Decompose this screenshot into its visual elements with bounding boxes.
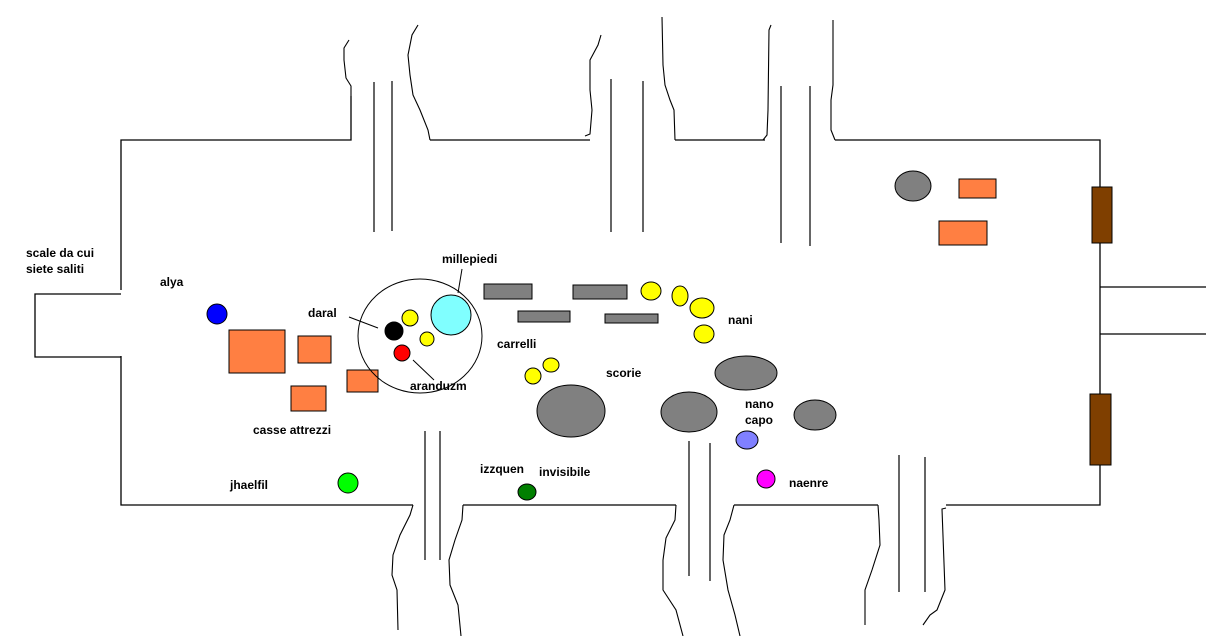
millepiedi-leader [457, 268, 463, 294]
encounter-area [357, 278, 483, 394]
cave-wall [391, 504, 414, 631]
jhaelfil-label: jhaelfil [229, 478, 268, 492]
cave-wall [343, 39, 352, 96]
door[interactable] [1089, 393, 1112, 466]
slag-heap [714, 355, 778, 391]
naenre-token[interactable] [756, 469, 776, 489]
stairs-label-line1: scale da cui [26, 246, 94, 260]
daral-token[interactable] [384, 321, 404, 341]
cave-wall [584, 34, 602, 137]
dwarves [524, 281, 715, 385]
millepiedi-token[interactable] [430, 294, 472, 336]
wall-right-b [946, 465, 1101, 506]
wall-bottom-left [120, 356, 413, 506]
jhaelfil-token[interactable] [337, 472, 359, 494]
carts [483, 283, 659, 324]
dwarf[interactable] [542, 357, 560, 373]
naenre-label: naenre [789, 476, 829, 490]
tool-crate [958, 178, 997, 199]
cave-wall [448, 504, 464, 636]
nano-capo-label-line1: nano [745, 397, 774, 411]
nano-capo-token[interactable] [735, 430, 759, 450]
daral-leader [348, 316, 379, 329]
dwarf[interactable] [401, 309, 419, 327]
aranduzm-leader [412, 359, 435, 381]
cart [483, 283, 533, 300]
aranduzm-token[interactable] [393, 344, 411, 362]
casse-attrezzi-label: casse attrezzi [253, 423, 331, 437]
cart [604, 313, 659, 324]
door[interactable] [1091, 186, 1113, 244]
cave-wall [722, 504, 741, 636]
wall-top-left [120, 96, 352, 290]
dwarf[interactable] [693, 324, 715, 344]
dwarf[interactable] [419, 331, 435, 347]
stairs-alcove [34, 293, 121, 358]
passage-lines [373, 79, 926, 592]
cave-wall [661, 16, 676, 141]
cave-wall [762, 24, 772, 141]
tool-crate [297, 335, 332, 364]
alya-label: alya [160, 275, 184, 289]
labels: scale da cui siete saliti alya daral mil… [26, 246, 829, 492]
nano-capo-label-line2: capo [745, 413, 773, 427]
cart [517, 310, 571, 323]
tool-crate [290, 385, 327, 412]
cave-wall [922, 507, 947, 626]
izzquen-label: izzquen [480, 462, 524, 476]
izzquen-token[interactable] [517, 483, 537, 501]
slag-heaps [536, 170, 932, 438]
cave-walls [343, 16, 947, 636]
slag-heap [660, 391, 718, 433]
carrelli-label: carrelli [497, 337, 536, 351]
slag-heap [536, 384, 606, 438]
nani-label: nani [728, 313, 753, 327]
cave-wall [662, 504, 684, 636]
wall-top-right [835, 139, 1101, 187]
slag-heap [894, 170, 932, 202]
cart [572, 284, 628, 300]
tool-crate [228, 329, 286, 374]
dwarf[interactable] [671, 285, 689, 307]
scorie-label: scorie [606, 366, 642, 380]
dwarf[interactable] [524, 367, 542, 385]
tool-crate [346, 369, 379, 393]
aranduzm-label: aranduzm [410, 379, 467, 393]
millepiedi-label: millepiedi [442, 252, 497, 266]
stairs-label-line2: siete saliti [26, 262, 84, 276]
alya-token[interactable] [206, 303, 228, 325]
cave-wall [830, 20, 836, 141]
tool-crate [938, 220, 988, 246]
dwarf[interactable] [640, 281, 662, 301]
cave-wall [407, 24, 431, 141]
room-walls [34, 96, 1206, 506]
tool-crates [228, 178, 997, 412]
slag-heap [793, 399, 837, 431]
invisibile-label: invisibile [539, 465, 591, 479]
daral-label: daral [308, 306, 337, 320]
cave-wall [864, 504, 881, 625]
doors [1089, 186, 1113, 466]
dwarf[interactable] [689, 297, 715, 319]
